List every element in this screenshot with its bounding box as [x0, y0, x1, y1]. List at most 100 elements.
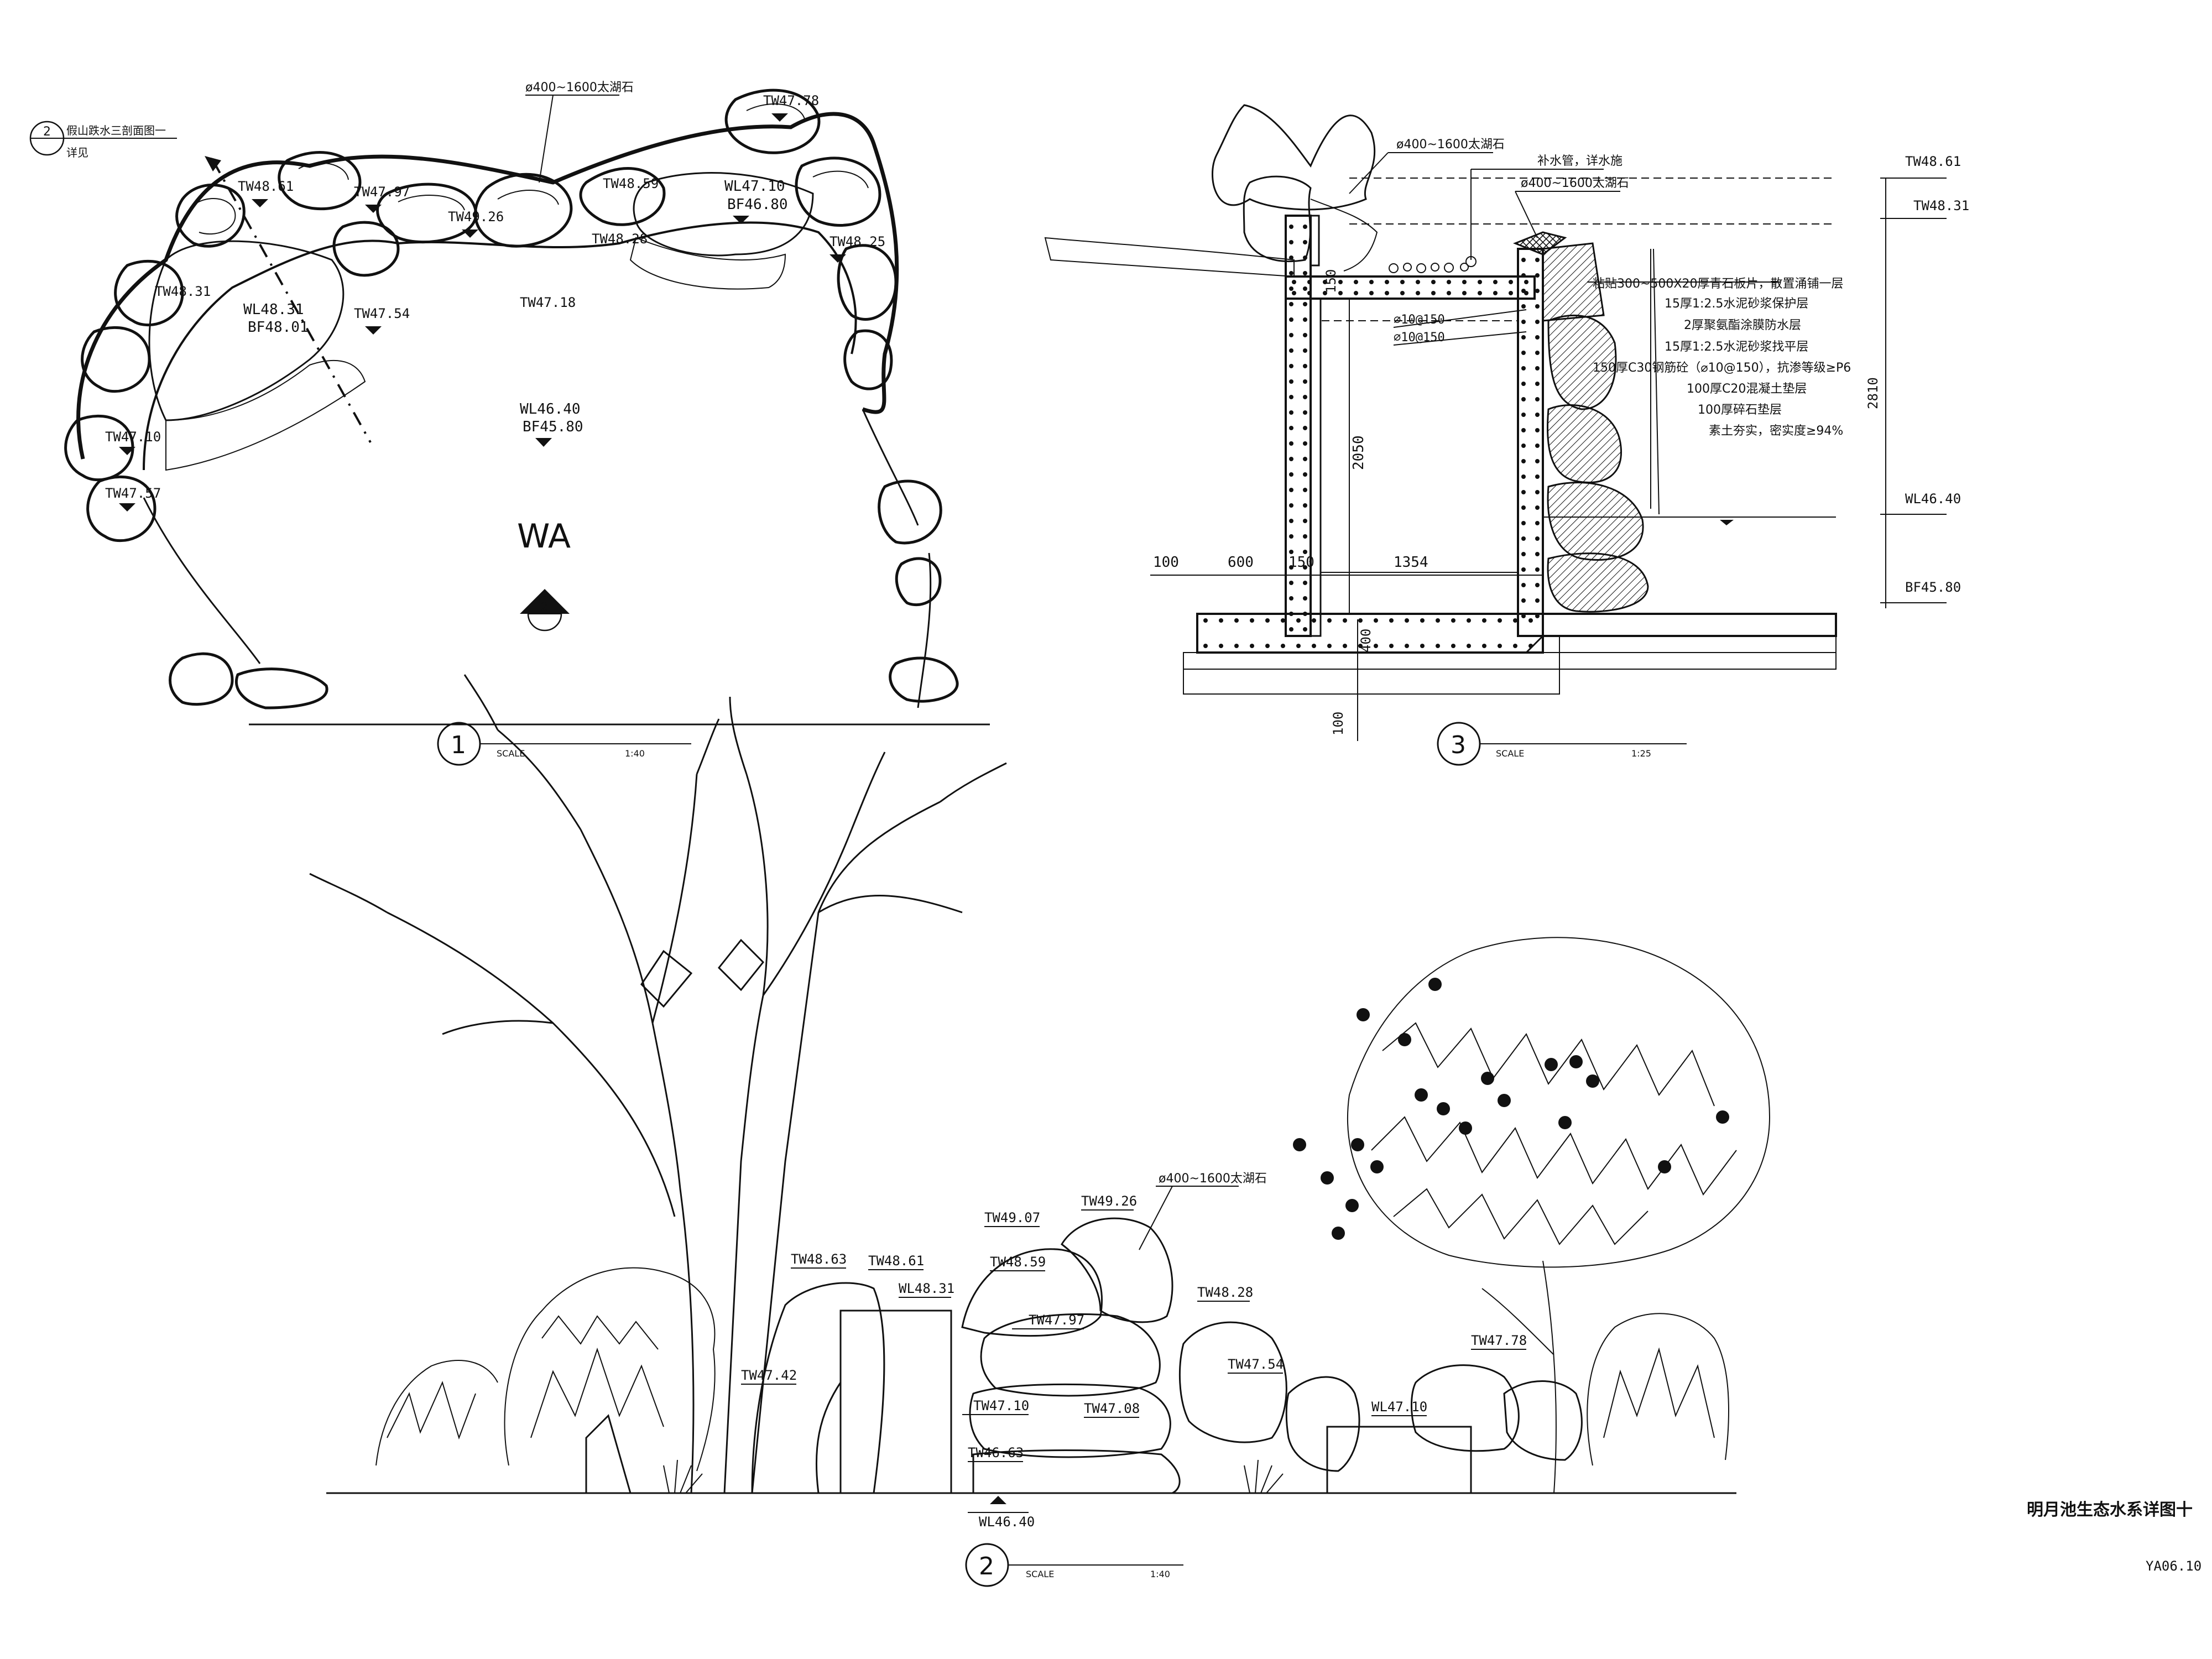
rebar-dot — [1354, 280, 1358, 284]
rebar-dot — [1535, 505, 1540, 510]
rebar-dot — [1303, 581, 1307, 585]
plan-elev-2: TW48.31 — [155, 284, 211, 299]
rebar-dot — [1462, 280, 1467, 284]
svg-text:TW47.42: TW47.42 — [741, 1368, 797, 1383]
rebar-dot — [1303, 534, 1307, 539]
pool2-wl: WL47.10 — [724, 178, 785, 195]
svg-text:100: 100 — [1153, 554, 1179, 571]
rebar-dot — [1535, 536, 1540, 541]
rebar-dot — [1521, 459, 1526, 463]
svg-text:TW47.08: TW47.08 — [1084, 1401, 1140, 1416]
fruits — [1293, 978, 1729, 1240]
rebar-dot — [1535, 598, 1540, 603]
svg-text:15厚1:2.5水泥砂浆找平层: 15厚1:2.5水泥砂浆找平层 — [1665, 340, 1808, 354]
rebar-dot — [1436, 644, 1440, 648]
rebar-dot — [1535, 428, 1540, 432]
rebar-dot — [1354, 291, 1358, 295]
rebar-dot — [1289, 333, 1293, 337]
rebar-dot — [1289, 534, 1293, 539]
rebar-dot — [1303, 379, 1307, 384]
rebar-dot — [1303, 317, 1307, 322]
rebar-dot — [1521, 366, 1526, 371]
svg-text:150厚C30钢筋砼（⌀10@150），抗渗等级≥P6: 150厚C30钢筋砼（⌀10@150），抗渗等级≥P6 — [1593, 361, 1851, 375]
rebar-dot — [1521, 474, 1526, 479]
rebar-dot — [1303, 426, 1307, 430]
rebar-dot — [1234, 618, 1239, 623]
rebar-dot — [1289, 488, 1293, 492]
section-dimensions: 2050 100 600 150 1354 400 100 150 — [1150, 269, 1543, 741]
rebar-dot — [1535, 320, 1540, 324]
section-title: 3 SCALE 1:25 — [1437, 722, 1687, 766]
svg-text:150: 150 — [1323, 269, 1339, 293]
rebar-dot — [1289, 457, 1293, 461]
rebar-dot — [1478, 280, 1482, 284]
rebar-dot — [1358, 618, 1363, 623]
svg-text:1:25: 1:25 — [1631, 748, 1651, 759]
rebar-dot — [1509, 291, 1513, 295]
plan-title: 1 SCALE 1:40 — [437, 722, 691, 766]
rebar-dot — [1303, 395, 1307, 399]
svg-text:SCALE: SCALE — [1026, 1569, 1054, 1579]
rebar-dot — [1535, 397, 1540, 401]
rebar-dot — [1521, 258, 1526, 262]
rebar-dot — [1535, 567, 1540, 572]
rebar-dot — [1303, 364, 1307, 368]
rebar-dot — [1521, 273, 1526, 278]
rebar-dot — [1535, 490, 1540, 494]
rebar-dot — [1289, 627, 1293, 632]
rebar-dot — [1400, 291, 1405, 295]
svg-text:2050: 2050 — [1350, 435, 1367, 470]
rebar-dot — [1535, 614, 1540, 618]
rebar-dot — [1265, 644, 1270, 648]
rebar-dot — [1289, 255, 1293, 260]
plan-elev-3: TW49.26 — [448, 209, 504, 225]
rebar-dot — [1289, 364, 1293, 368]
fruit — [1357, 1008, 1370, 1021]
rebar-dot — [1509, 280, 1513, 284]
svg-text:TW47.78: TW47.78 — [1471, 1333, 1527, 1348]
plan-elev-8: TW48.25 — [830, 234, 885, 249]
rebar-dot — [1303, 596, 1307, 601]
rebar-dot — [1482, 644, 1486, 648]
svg-text:TW48.59: TW48.59 — [990, 1254, 1046, 1270]
rebar-dot — [1521, 382, 1526, 386]
main-wl: WL46.40 — [520, 401, 581, 418]
rebar-dot — [1289, 472, 1293, 477]
rebar-dot — [1327, 644, 1332, 648]
rebar-dot — [1431, 280, 1436, 284]
rebar-dot — [1451, 644, 1455, 648]
rebar-dot — [1498, 618, 1502, 623]
rebar-dot — [1535, 258, 1540, 262]
waterfall-1 — [839, 1310, 952, 1494]
rebar-dot — [1289, 596, 1293, 601]
svg-text:15厚1:2.5水泥砂浆保护层: 15厚1:2.5水泥砂浆保护层 — [1665, 297, 1808, 311]
svg-text:素土夯实，密实度≥94%: 素土夯实，密实度≥94% — [1709, 424, 1843, 438]
rebar-dot — [1323, 291, 1327, 295]
fruit — [1293, 1138, 1306, 1151]
rebar-dot — [1292, 291, 1296, 295]
plan-elevation-labels: TW48.61 TW48.31 TW49.26 TW47.78 TW47.97 … — [105, 93, 885, 512]
svg-text:TW49.26: TW49.26 — [1081, 1193, 1137, 1209]
rebar-dot — [1513, 644, 1517, 648]
rebar-dot — [1416, 280, 1420, 284]
rebar-dot — [1289, 395, 1293, 399]
rebar-dot — [1289, 441, 1293, 446]
rebar-dot — [1303, 302, 1307, 306]
rebar-dot — [1338, 280, 1343, 284]
rebar-dot — [1535, 521, 1540, 525]
rebar-dot — [1296, 644, 1301, 648]
rebar-dot — [1535, 444, 1540, 448]
rebar-dot — [1323, 280, 1327, 284]
rebar-dot — [1369, 280, 1374, 284]
rebar-dot — [1535, 366, 1540, 371]
rebar-dot — [1498, 644, 1502, 648]
rebar-dot — [1303, 503, 1307, 508]
fruit — [1498, 1094, 1511, 1107]
left-wall — [1285, 215, 1312, 637]
rebar-dots — [1203, 225, 1540, 648]
cascade-left — [165, 360, 366, 471]
rebar-dot — [1513, 618, 1517, 623]
plan-ref-callout: 2 假山跌水三剖面图一 详见 — [29, 121, 177, 159]
rebar-dot — [1219, 618, 1223, 623]
